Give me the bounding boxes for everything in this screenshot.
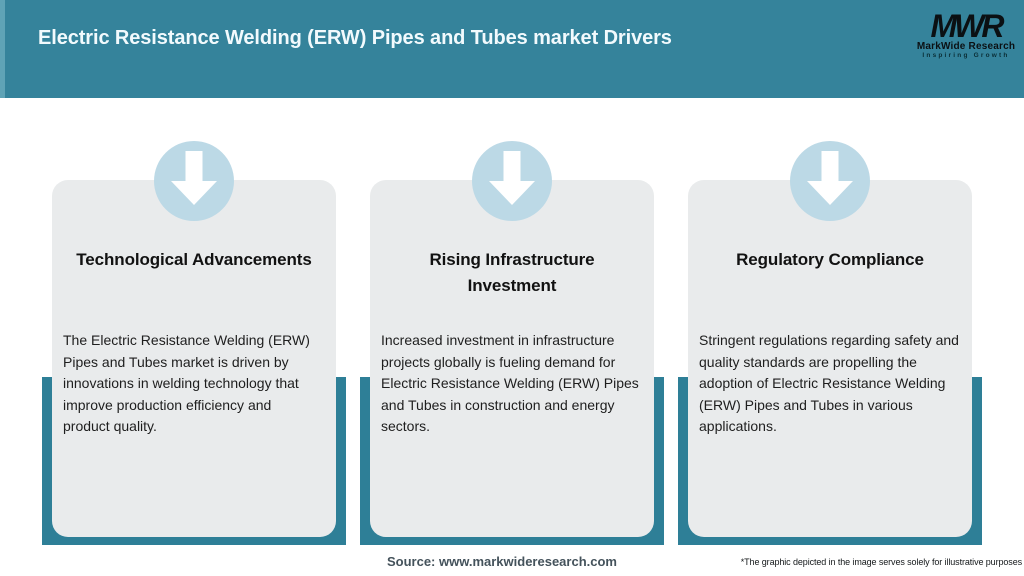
source-text: Source: www.markwideresearch.com (386, 554, 617, 569)
page-title: Electric Resistance Welding (ERW) Pipes … (38, 27, 672, 49)
header-left-edge (0, 0, 5, 98)
down-arrow-badge (472, 141, 552, 221)
card-panel (370, 180, 654, 537)
card-body-text: Stringent regulations regarding safety a… (699, 332, 959, 434)
brand-logo: MWR MarkWide Research Inspiring Growth (916, 8, 1016, 60)
header-band: Electric Resistance Welding (ERW) Pipes … (0, 0, 1024, 98)
card-panel (52, 180, 336, 537)
down-arrow-badge (154, 141, 234, 221)
card-body-text: Increased investment in infrastructure p… (381, 332, 639, 434)
logo-monogram: MWR (930, 8, 1005, 44)
card-panel (688, 180, 972, 537)
logo-name: MarkWide Research (916, 41, 1016, 52)
card-title: Technological Advancements (76, 250, 312, 269)
down-arrow-icon (807, 151, 853, 205)
card-title: Rising Infrastructure Investment (429, 250, 595, 295)
down-arrow-icon (489, 151, 535, 205)
disclaimer-text: *The graphic depicted in the image serve… (740, 557, 1022, 567)
card-title: Regulatory Compliance (736, 250, 924, 269)
card-body-text: The Electric Resistance Welding (ERW) Pi… (63, 332, 310, 434)
logo-tagline: Inspiring Growth (922, 52, 1010, 59)
down-arrow-icon (171, 151, 217, 205)
down-arrow-badge (790, 141, 870, 221)
